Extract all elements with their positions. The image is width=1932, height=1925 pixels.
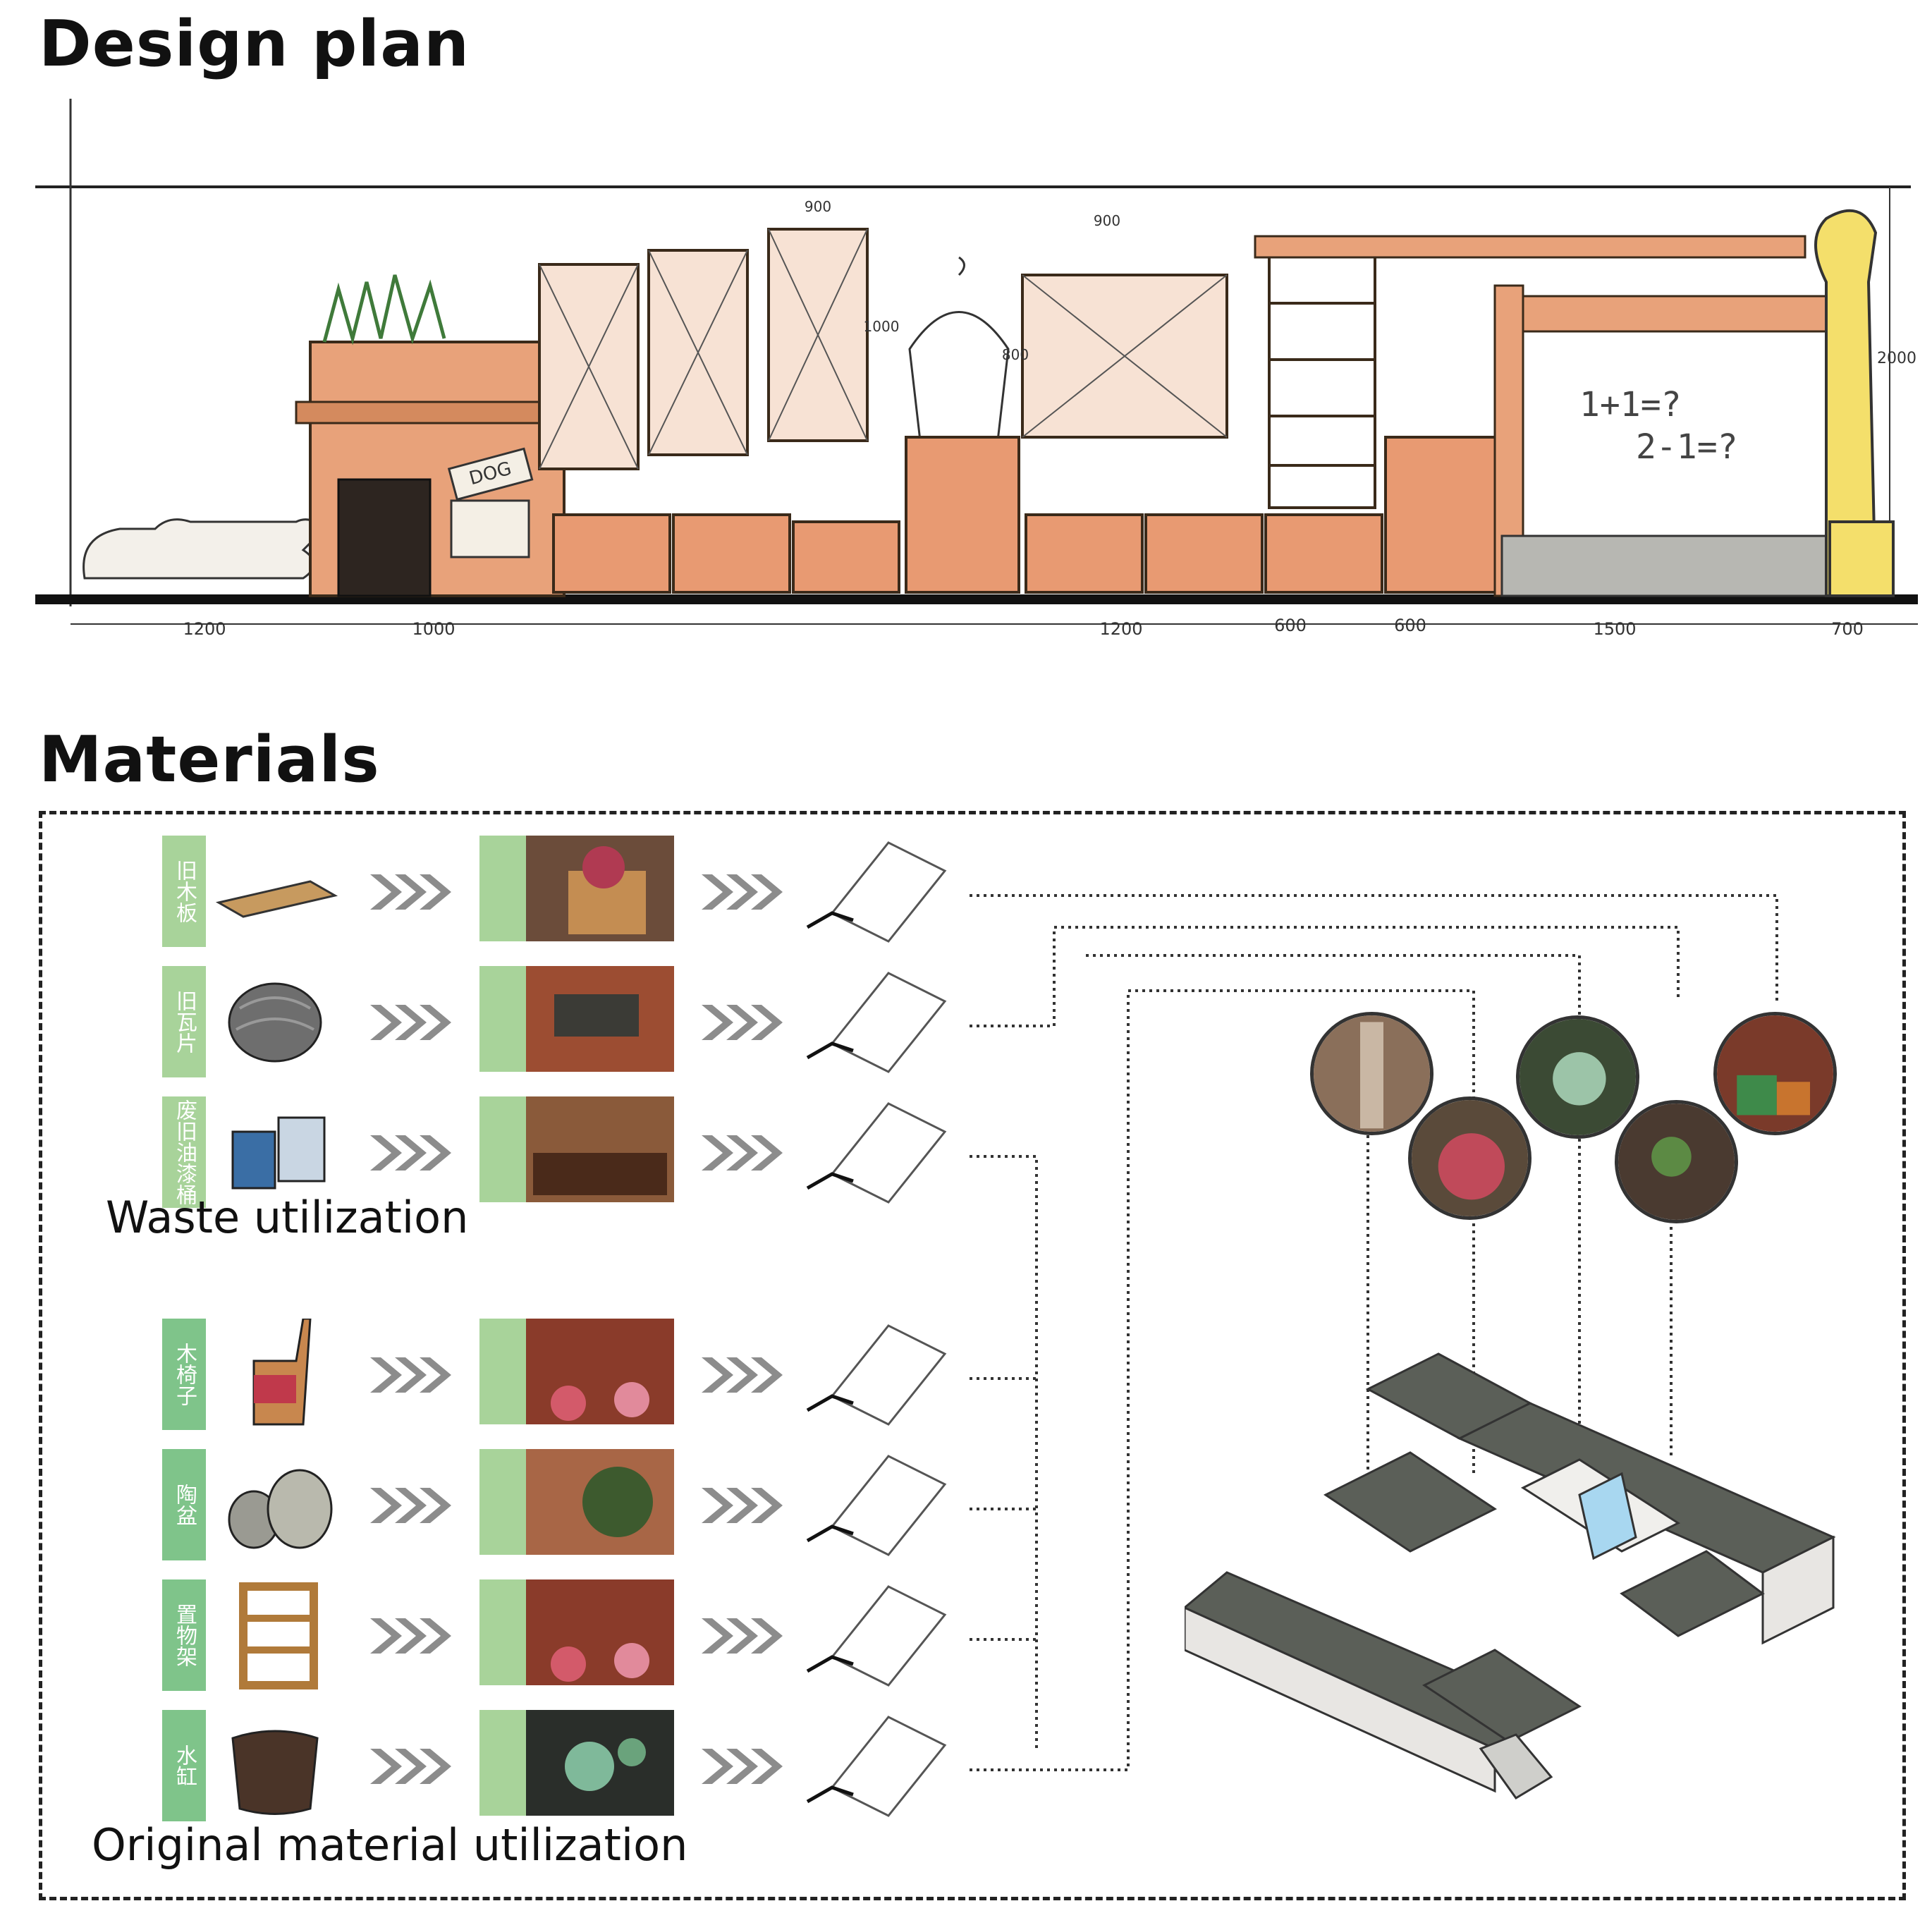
old-board-icon xyxy=(215,880,338,918)
isometric-wall-icon xyxy=(806,841,947,943)
reuse-photo xyxy=(526,1319,674,1424)
dim-bottom-7: 700 xyxy=(1831,619,1864,639)
arrow-icon xyxy=(702,1357,783,1393)
elevation-sketch: DOG 1+1=? 2-1=? 1200 1000 120 xyxy=(35,99,1918,639)
paint-buckets-icon xyxy=(231,1116,326,1190)
board-text-1: 1+1=? xyxy=(1579,385,1682,424)
arrow-icon xyxy=(702,1618,783,1654)
trellis-panels xyxy=(538,228,1228,470)
wooden-chair-icon xyxy=(252,1319,312,1426)
dim-top-2: 900 xyxy=(1094,212,1120,229)
photo-caption xyxy=(479,1579,526,1685)
material-tag: 置物架 xyxy=(162,1579,206,1691)
arrow-icon xyxy=(370,1357,451,1393)
photo-caption xyxy=(479,1710,526,1816)
design-plan-title: Design plan xyxy=(39,7,470,81)
arrow-icon xyxy=(370,874,451,910)
photo-caption xyxy=(479,1319,526,1424)
site-photo-circle xyxy=(1615,1100,1738,1223)
arrow-icon xyxy=(702,874,783,910)
original-row-1: 木椅子 xyxy=(0,1319,987,1431)
site-photo-circle xyxy=(1310,1012,1433,1135)
isometric-wall-icon xyxy=(806,1585,947,1687)
reuse-photo xyxy=(526,966,674,1072)
waste-row-1: 旧木板 xyxy=(0,836,987,948)
arrow-icon xyxy=(370,1749,451,1784)
isometric-wall-icon xyxy=(806,1324,947,1426)
material-tag: 木椅子 xyxy=(162,1319,206,1430)
isometric-wall-icon xyxy=(806,1716,947,1817)
photo-caption xyxy=(479,966,526,1072)
arrow-icon xyxy=(370,1618,451,1654)
reuse-photo xyxy=(526,1449,674,1555)
arrow-icon xyxy=(370,1488,451,1523)
original-row-4: 水缸 xyxy=(0,1710,987,1823)
ceramic-pots-icon xyxy=(228,1469,333,1549)
photo-caption xyxy=(479,1449,526,1555)
materials-panel xyxy=(39,811,1906,1900)
dim-vertical-2: 800 xyxy=(1002,346,1029,363)
waste-row-3: 废旧油漆桶 xyxy=(0,1096,987,1209)
arrow-icon xyxy=(370,1005,451,1040)
arrow-icon xyxy=(702,1749,783,1784)
dim-bottom-4: 600 xyxy=(1274,616,1307,635)
site-photo-circle xyxy=(1713,1012,1837,1135)
reuse-photo xyxy=(526,1579,674,1685)
material-tag: 旧瓦片 xyxy=(162,966,206,1077)
original-row-2: 陶盆 xyxy=(0,1449,987,1562)
reuse-photo xyxy=(526,1096,674,1202)
material-tag: 废旧油漆桶 xyxy=(162,1096,206,1208)
courtyard-3d-model xyxy=(1185,1352,1836,1799)
arrow-icon xyxy=(702,1135,783,1171)
materials-title: Materials xyxy=(39,723,380,797)
arrow-icon xyxy=(370,1135,451,1171)
isometric-wall-icon xyxy=(806,1102,947,1204)
dog-house: DOG xyxy=(295,274,580,597)
reuse-photo xyxy=(526,836,674,941)
waste-row-2: 旧瓦片 xyxy=(0,966,987,1079)
site-photo-circle xyxy=(1516,1015,1639,1139)
dim-bottom-6: 1500 xyxy=(1593,619,1636,639)
old-tiles-icon xyxy=(228,982,322,1063)
dim-bottom-2: 1000 xyxy=(412,619,455,639)
dim-bottom-3: 1200 xyxy=(1099,619,1142,639)
arrow-icon xyxy=(702,1005,783,1040)
dim-bottom-1: 1200 xyxy=(183,619,226,639)
dim-vertical-1: 1000 xyxy=(864,318,900,335)
waste-utilization-label: Waste utilization xyxy=(106,1192,469,1243)
arrow-icon xyxy=(702,1488,783,1523)
material-tag: 陶盆 xyxy=(162,1449,206,1560)
shelf-icon xyxy=(239,1582,318,1689)
isometric-wall-icon xyxy=(806,1455,947,1556)
material-tag: 水缸 xyxy=(162,1710,206,1821)
photo-caption xyxy=(479,1096,526,1202)
original-row-3: 置物架 xyxy=(0,1579,987,1692)
board-text-2: 2-1=? xyxy=(1636,427,1738,467)
giraffe-sign xyxy=(1814,209,1895,597)
dim-vertical-3: 2000 xyxy=(1877,350,1916,367)
site-photo-circle xyxy=(1408,1096,1531,1220)
photo-caption xyxy=(479,836,526,941)
planter-boxes xyxy=(552,436,1503,594)
reuse-photo xyxy=(526,1710,674,1816)
dim-bottom-5: 600 xyxy=(1394,616,1426,635)
isometric-wall-icon xyxy=(806,972,947,1073)
original-material-label: Original material utilization xyxy=(92,1819,688,1871)
material-tag: 旧木板 xyxy=(162,836,206,947)
dim-top-1: 900 xyxy=(805,198,831,215)
water-vat-icon xyxy=(231,1730,319,1815)
